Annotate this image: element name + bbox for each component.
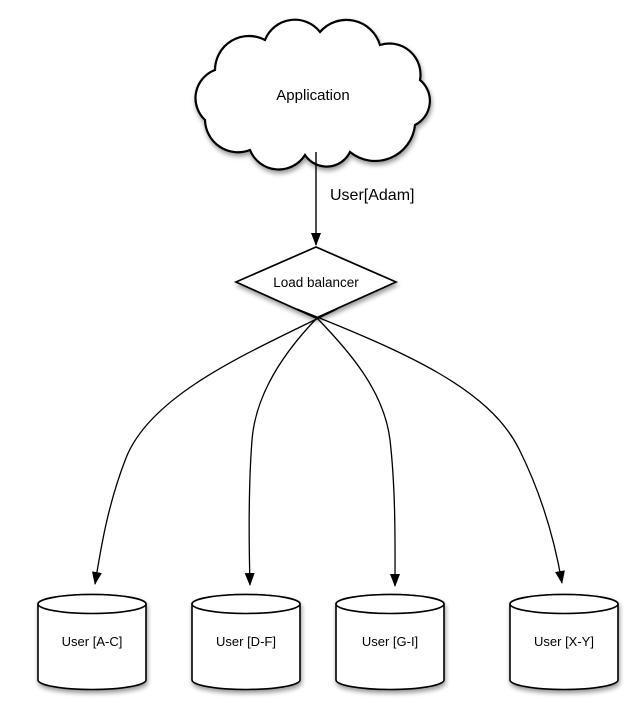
node-application-cloud: Application xyxy=(194,18,431,171)
edge-loadbalancer-to-shard-3 xyxy=(316,317,401,587)
node-shard-cylinder-3: User [G-I] xyxy=(335,593,445,691)
shard-1-label: User [A-C] xyxy=(62,634,123,649)
node-shard-cylinder-1: User [A-C] xyxy=(37,593,147,691)
edge-application-to-loadbalancer: User[Adam] xyxy=(311,152,414,246)
cylinder-top-rim xyxy=(335,593,445,615)
shard-2-label: User [D-F] xyxy=(216,634,276,649)
node-load-balancer-diamond: Load balancer xyxy=(233,246,399,319)
edge-loadbalancer-to-shard-4 xyxy=(296,308,565,584)
node-shard-cylinder-2: User [D-F] xyxy=(191,593,301,691)
edge-label-user-adam: User[Adam] xyxy=(330,187,414,204)
cylinder-top-rim xyxy=(191,593,301,615)
cylinder-top-rim xyxy=(509,593,619,615)
load-balancer-label: Load balancer xyxy=(273,275,359,290)
cloud-shape-icon xyxy=(194,18,431,171)
node-shard-cylinder-4: User [X-Y] xyxy=(509,593,619,691)
shard-3-label: User [G-I] xyxy=(362,634,418,649)
diamond-shape-icon xyxy=(233,246,399,319)
cylinder-top-rim xyxy=(37,593,147,615)
edges-loadbalancer-to-shards xyxy=(91,308,565,587)
application-label: Application xyxy=(276,87,349,104)
shard-4-label: User [X-Y] xyxy=(534,634,594,649)
edge-loadbalancer-to-shard-1 xyxy=(91,308,338,585)
edge-loadbalancer-to-shard-2 xyxy=(244,317,318,586)
